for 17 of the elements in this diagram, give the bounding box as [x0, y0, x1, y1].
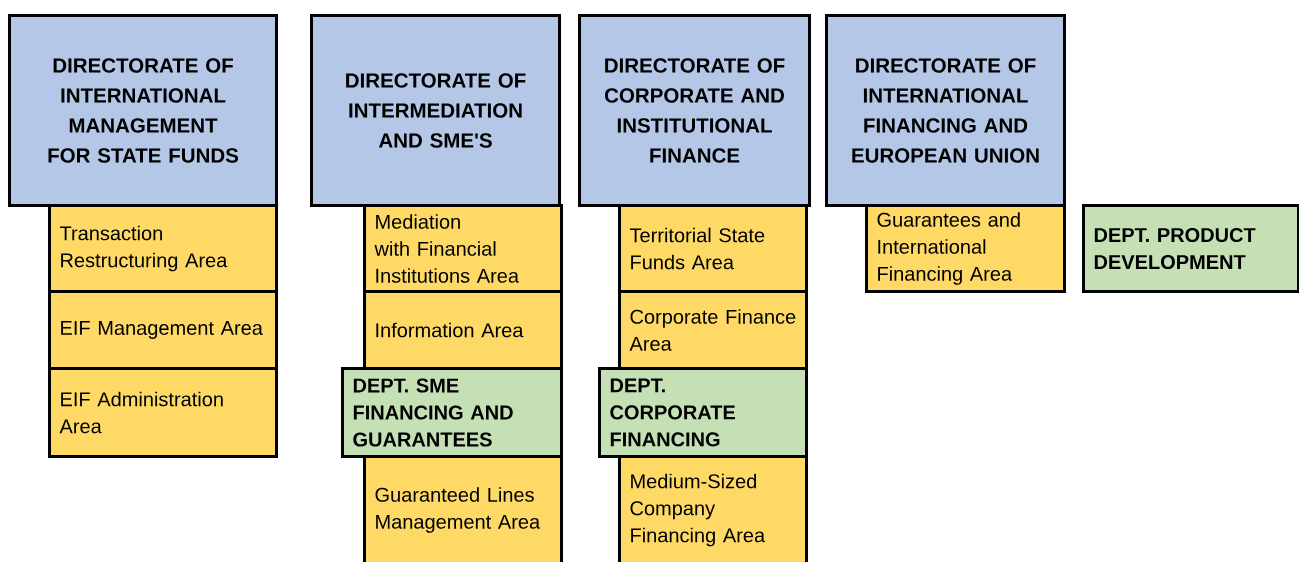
department-box: DEPT. SME FINANCING AND GUARANTEES	[341, 367, 563, 458]
department-box: DEPT. CORPORATE FINANCING	[598, 367, 808, 458]
area-box: Corporate Finance Area	[618, 290, 808, 370]
area-box: Territorial State Funds Area	[618, 204, 808, 293]
directorate-box: DIRECTORATE OF INTERMEDIATION AND SME'S	[310, 14, 561, 207]
area-box: Information Area	[363, 290, 563, 370]
department-box: DEPT. PRODUCT DEVELOPMENT	[1082, 204, 1299, 293]
area-box: Transaction Restructuring Area	[48, 204, 278, 293]
area-box: EIF Administration Area	[48, 367, 278, 458]
area-box: Guaranteed Lines Management Area	[363, 455, 563, 562]
directorate-box: DIRECTORATE OF INTERNATIONAL FINANCING AND EUROPEAN UNION	[825, 14, 1066, 207]
area-box: Medium-Sized Company Financing Area	[618, 455, 808, 562]
directorate-box: DIRECTORATE OF CORPORATE AND INSTITUTIONAL FINANCE	[578, 14, 811, 207]
directorate-box: DIRECTORATE OF INTERNATIONAL MANAGEMENT FOR STATE FUNDS	[8, 14, 278, 207]
area-box: Guarantees and International Financing Area	[865, 204, 1066, 293]
area-box: EIF Management Area	[48, 290, 278, 370]
area-box: Mediation with Financial Institutions Area	[363, 204, 563, 293]
